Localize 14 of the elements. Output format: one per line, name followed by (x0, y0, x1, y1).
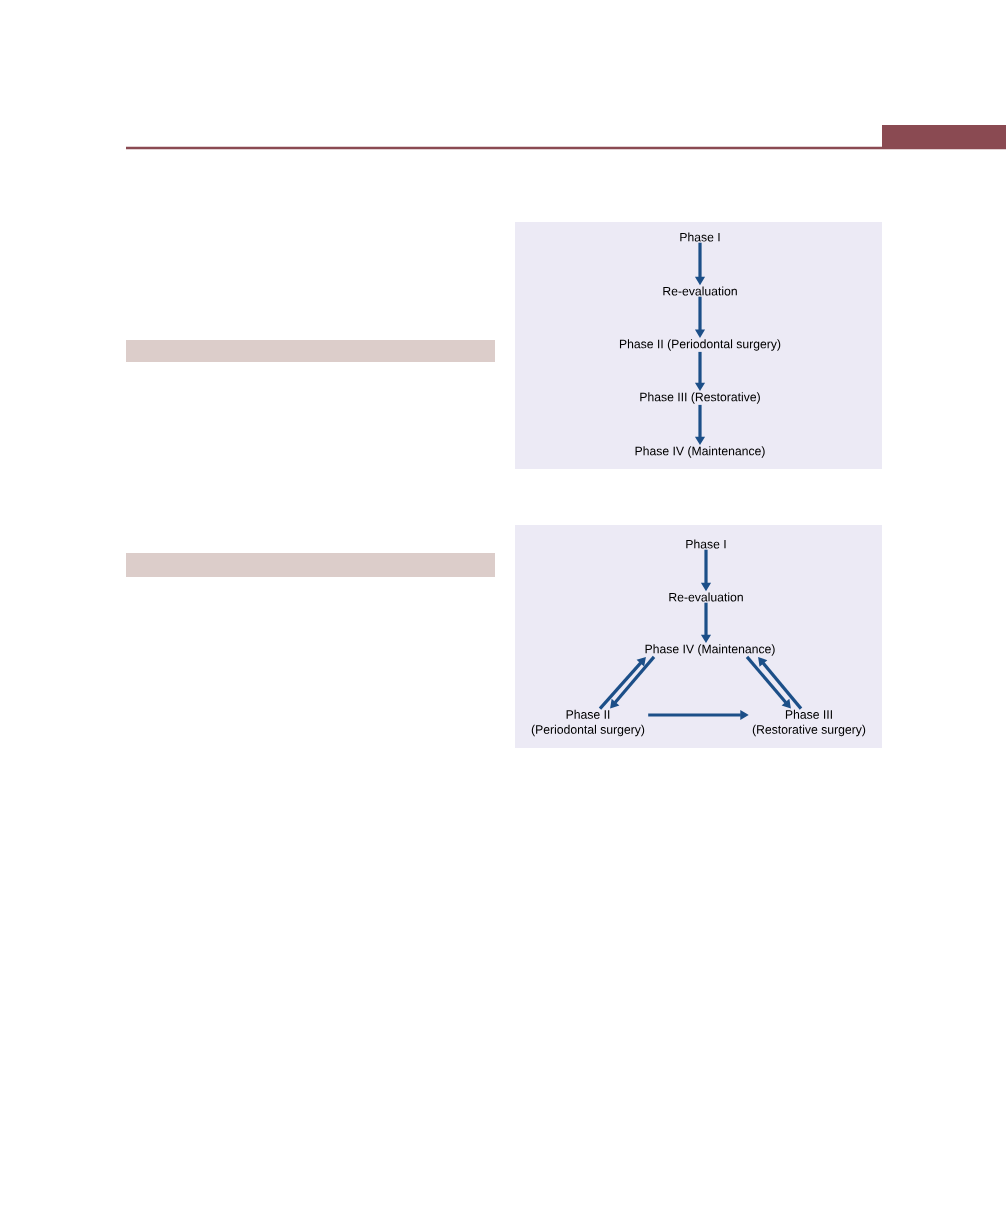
step-label: Phase II (Periodontal surgery) (619, 339, 781, 351)
step-label: Phase I (680, 232, 720, 242)
step-label: Phase III (Restorative) (640, 392, 760, 404)
heading-bar (126, 340, 495, 362)
arrow (758, 657, 803, 710)
heading-bar (126, 553, 495, 577)
step-label: Phase I (686, 539, 726, 549)
step-label: Re-evaluation (669, 592, 743, 602)
step-label: Phase IV (Maintenance) (635, 446, 765, 458)
step-label: Phase II (Periodontal surgery) (531, 709, 645, 737)
step-label: Phase IV (Maintenance) (645, 644, 775, 656)
step-label: Re-evaluation (663, 286, 737, 296)
step-label: Phase III (Restorative surgery) (752, 709, 866, 737)
arrow (598, 657, 646, 710)
